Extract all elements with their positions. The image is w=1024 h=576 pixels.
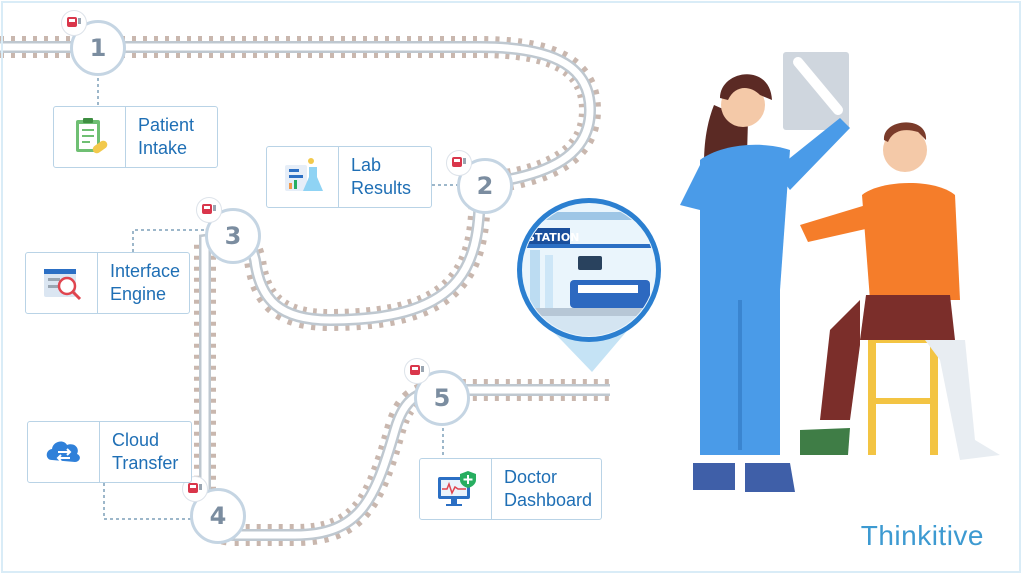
step-label: Patient Intake	[138, 115, 195, 158]
station-sign: STATION	[527, 231, 579, 244]
step-card-cloud-transfer: Cloud Transfer	[27, 421, 192, 483]
stop-marker-1: 1	[70, 20, 126, 76]
stop-number: 1	[89, 34, 107, 62]
train-icon	[410, 365, 424, 375]
stop-marker-4: 4	[190, 488, 246, 544]
step-card-patient-intake: Patient Intake	[53, 106, 218, 168]
train-badge-2	[446, 150, 472, 176]
railway-track	[0, 36, 610, 546]
doctor-illustration	[680, 52, 850, 492]
train-icon	[188, 483, 202, 493]
doctor-monitor-icon	[437, 471, 476, 506]
step-card-doctor-dashboard: Doctor Dashboard	[419, 458, 602, 520]
step-label: Doctor Dashboard	[504, 467, 593, 510]
interface-engine-icon	[43, 269, 81, 301]
clipboard-pill-icon	[75, 118, 107, 154]
train-badge-3	[196, 197, 222, 223]
cloud-transfer-icon	[46, 441, 80, 462]
step-label: Cloud Transfer	[112, 430, 179, 473]
train-icon	[202, 204, 216, 214]
step-card-lab-results: Lab Results	[266, 146, 432, 208]
stop-number: 3	[224, 222, 242, 250]
stop-number: 5	[433, 384, 451, 412]
train-icon	[67, 17, 81, 27]
train-icon	[452, 157, 466, 167]
train-badge-4	[182, 476, 208, 502]
lab-flask-icon	[284, 158, 323, 191]
step-label: Lab Results	[351, 155, 412, 198]
train-badge-5	[404, 358, 430, 384]
stop-number: 2	[476, 172, 494, 200]
step-card-interface-engine: Interface Engine	[25, 252, 190, 314]
station-magnifier: STATION	[517, 198, 661, 372]
train-badge-1	[61, 10, 87, 36]
brand-logo: Thinkitive	[860, 520, 984, 551]
patient-illustration	[800, 122, 1000, 460]
step-label: Interface Engine	[110, 261, 181, 304]
stop-number: 4	[209, 502, 227, 530]
